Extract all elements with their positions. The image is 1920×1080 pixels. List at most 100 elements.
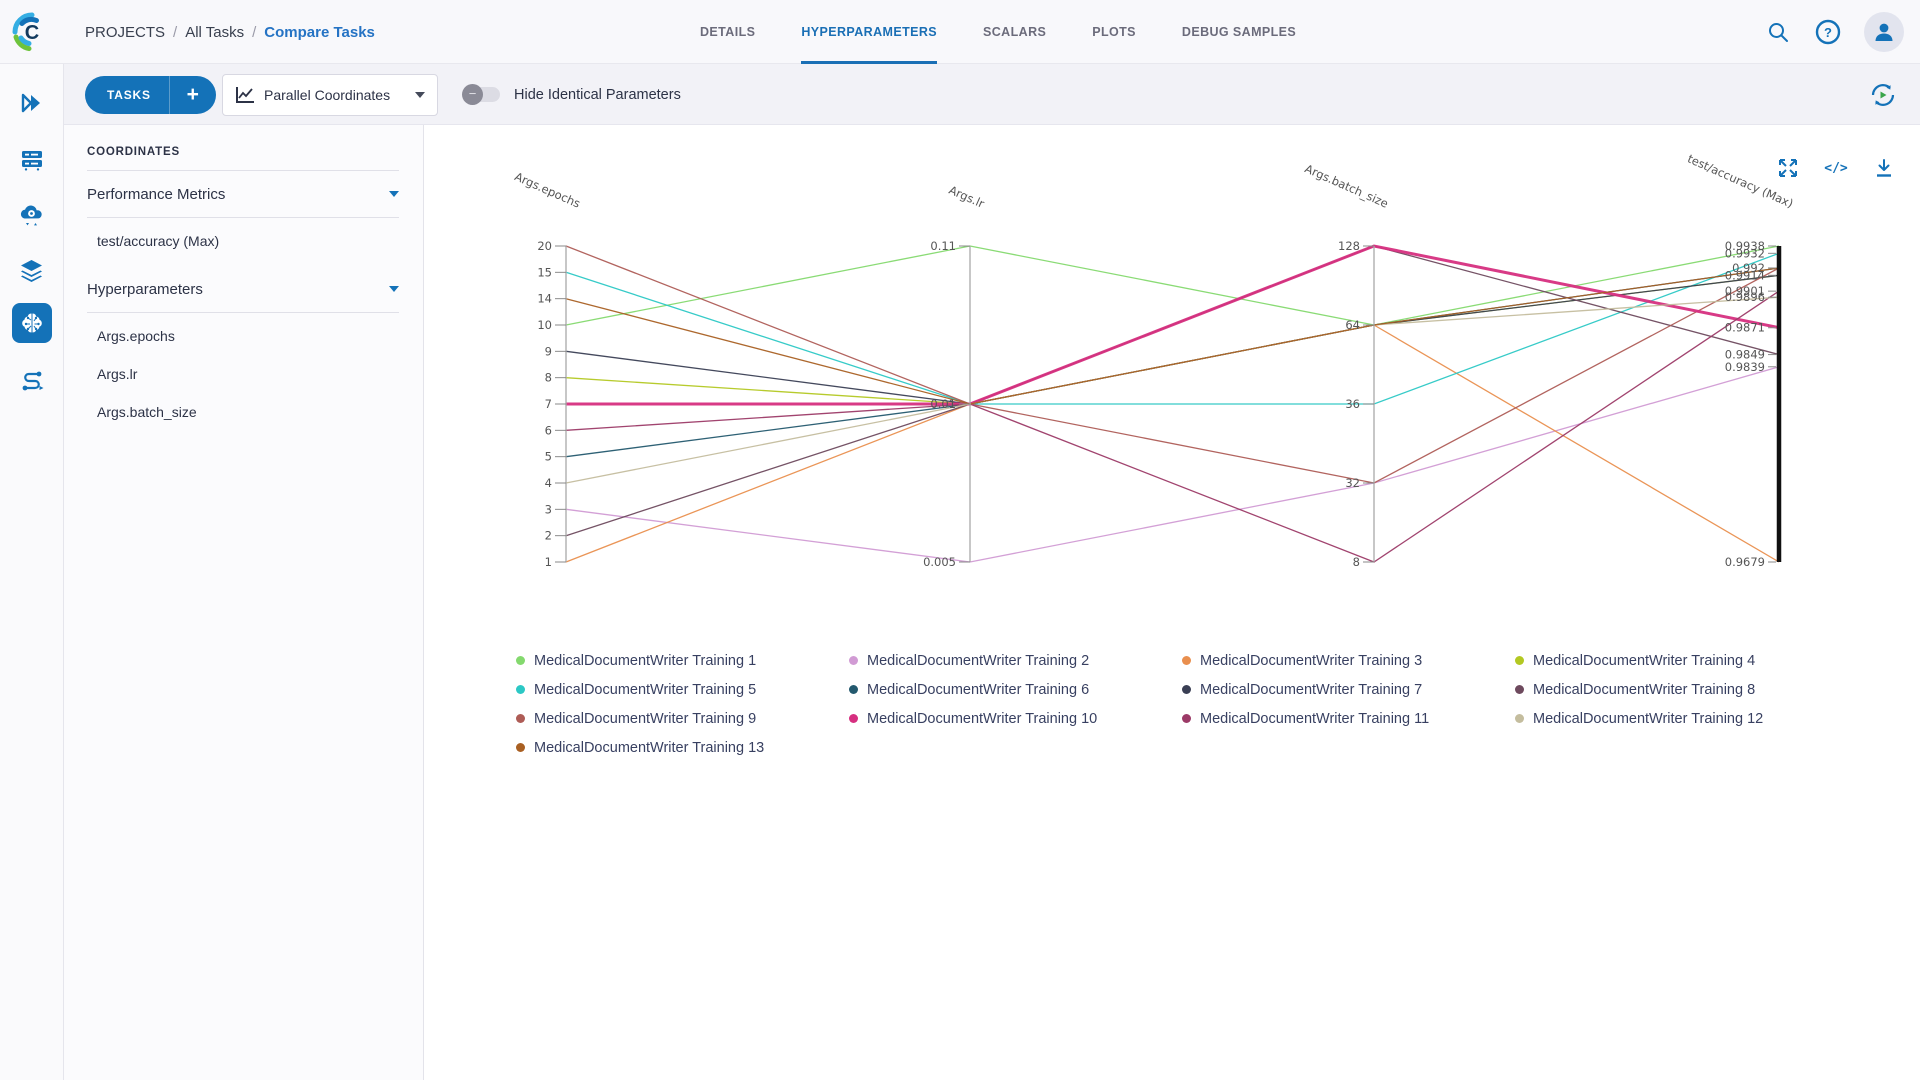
legend-color-dot (849, 656, 858, 665)
tab-bar: DETAILS HYPERPARAMETERS SCALARS PLOTS DEBUG … (700, 0, 1296, 64)
tick-label: 7 (545, 397, 552, 411)
legend-label: MedicalDocumentWriter Training 8 (1533, 681, 1756, 698)
tab-details[interactable]: DETAILS (700, 25, 756, 39)
legend-color-dot (516, 656, 525, 665)
nav-dashboard-icon[interactable] (12, 83, 52, 123)
legend-item-medicaldocumentwriter-training-6[interactable]: MedicalDocumentWriter Training 6 (849, 675, 1182, 704)
tick-label: 5 (545, 450, 552, 464)
tasks-button[interactable]: TASKS + (85, 76, 216, 114)
series-line (565, 366, 1780, 563)
tick-label: 3 (545, 502, 552, 516)
tick-label: 64 (1345, 318, 1360, 332)
chart-legend: MedicalDocumentWriter Training 1 MedicalD… (516, 646, 1876, 762)
legend-item-medicaldocumentwriter-training-1[interactable]: MedicalDocumentWriter Training 1 (516, 646, 849, 675)
coordinate-item-args-batch-size[interactable]: Args.batch_size (97, 404, 197, 420)
legend-item-medicaldocumentwriter-training-7[interactable]: MedicalDocumentWriter Training 7 (1182, 675, 1515, 704)
clearml-logo[interactable]: C (9, 9, 55, 55)
compare-toolbar: TASKS + Parallel Coordinates − Hide Iden… (64, 64, 1920, 125)
tick-label: 0.992 (1732, 261, 1765, 275)
coordinate-item-args-epochs[interactable]: Args.epochs (97, 328, 175, 344)
tick-label: 0.9932 (1725, 246, 1765, 260)
legend-color-dot (516, 714, 525, 723)
tick-label: 8 (545, 371, 552, 385)
legend-item-medicaldocumentwriter-training-13[interactable]: MedicalDocumentWriter Training 13 (516, 733, 849, 762)
series-line (565, 252, 1780, 405)
breadcrumb-all-tasks[interactable]: All Tasks (185, 23, 245, 41)
legend-label: MedicalDocumentWriter Training 6 (867, 681, 1090, 698)
legend-item-medicaldocumentwriter-training-5[interactable]: MedicalDocumentWriter Training 5 (516, 675, 849, 704)
legend-color-dot (1182, 656, 1191, 665)
tick-label: 1 (545, 555, 552, 569)
user-avatar[interactable] (1864, 12, 1904, 52)
breadcrumb-compare-tasks[interactable]: Compare Tasks (264, 23, 375, 41)
embed-code-icon[interactable]: </> (1824, 160, 1848, 176)
legend-item-medicaldocumentwriter-training-9[interactable]: MedicalDocumentWriter Training 9 (516, 704, 849, 733)
tick-label: 0.11 (930, 239, 956, 253)
section-label: Performance Metrics (87, 185, 226, 203)
view-mode-select[interactable]: Parallel Coordinates (222, 74, 438, 116)
tick-label: 0.9896 (1725, 290, 1765, 304)
legend-color-dot (849, 714, 858, 723)
tick-label: 0.9679 (1725, 555, 1765, 569)
nav-experiments-icon[interactable] (11, 303, 52, 343)
toggle-knob: − (462, 84, 483, 105)
tab-hyperparameters[interactable]: HYPERPARAMETERS (801, 0, 938, 64)
tick-label: 0.01 (930, 397, 956, 411)
legend-item-medicaldocumentwriter-training-11[interactable]: MedicalDocumentWriter Training 11 (1182, 704, 1515, 733)
help-icon[interactable]: ? (1814, 18, 1842, 46)
coordinate-item-test-accuracy-max-[interactable]: test/accuracy (Max) (97, 233, 220, 249)
section-performance-metrics[interactable]: Performance Metrics (87, 171, 399, 217)
legend-label: MedicalDocumentWriter Training 2 (867, 652, 1090, 669)
legend-color-dot (1182, 714, 1191, 723)
series-line (565, 267, 1780, 405)
download-icon[interactable] (1873, 157, 1895, 179)
legend-item-medicaldocumentwriter-training-8[interactable]: MedicalDocumentWriter Training 8 (1515, 675, 1848, 704)
legend-color-dot (516, 743, 525, 752)
legend-item-medicaldocumentwriter-training-2[interactable]: MedicalDocumentWriter Training 2 (849, 646, 1182, 675)
legend-item-medicaldocumentwriter-training-10[interactable]: MedicalDocumentWriter Training 10 (849, 704, 1182, 733)
legend-label: MedicalDocumentWriter Training 10 (867, 710, 1098, 727)
nav-pipelines-icon[interactable] (12, 360, 52, 400)
breadcrumb: PROJECTS / All Tasks / Compare Tasks (85, 0, 375, 64)
maximize-icon[interactable] (1777, 157, 1799, 179)
legend-label: MedicalDocumentWriter Training 13 (534, 739, 765, 756)
nav-queues-icon[interactable] (12, 139, 52, 179)
section-hyperparameters[interactable]: Hyperparameters (87, 266, 399, 312)
axis-title: Args.lr (947, 183, 987, 211)
divider (87, 170, 399, 171)
refresh-icon[interactable] (1868, 80, 1898, 110)
series-line (565, 267, 1780, 458)
breadcrumb-projects[interactable]: PROJECTS (85, 23, 166, 41)
tab-scalars[interactable]: SCALARS (983, 25, 1047, 39)
tick-label: 0.9901 (1725, 284, 1765, 298)
add-task-button[interactable]: + (186, 83, 199, 106)
svg-text:?: ? (1824, 25, 1832, 40)
legend-color-dot (516, 685, 525, 694)
nav-datasets-icon[interactable] (12, 250, 52, 290)
tick-label: 14 (537, 292, 552, 306)
search-icon[interactable] (1764, 18, 1792, 46)
tick-label: 128 (1338, 239, 1360, 253)
breadcrumb-separator: / (173, 23, 178, 41)
tick-label: 2 (545, 529, 552, 543)
view-mode-value: Parallel Coordinates (264, 87, 391, 103)
axis-title: test/accuracy (Max) (1685, 151, 1795, 210)
breadcrumb-separator: / (252, 23, 257, 41)
left-nav-rail (0, 64, 64, 1080)
legend-item-medicaldocumentwriter-training-12[interactable]: MedicalDocumentWriter Training 12 (1515, 704, 1848, 733)
tick-label: 10 (537, 318, 552, 332)
tick-label: 4 (545, 476, 552, 490)
tick-label: 15 (537, 265, 552, 279)
legend-item-medicaldocumentwriter-training-4[interactable]: MedicalDocumentWriter Training 4 (1515, 646, 1848, 675)
legend-label: MedicalDocumentWriter Training 12 (1533, 710, 1764, 727)
coordinate-item-args-lr[interactable]: Args.lr (97, 366, 138, 382)
hide-identical-toggle[interactable]: − (462, 84, 500, 105)
tab-plots[interactable]: PLOTS (1092, 25, 1136, 39)
legend-item-medicaldocumentwriter-training-3[interactable]: MedicalDocumentWriter Training 3 (1182, 646, 1515, 675)
legend-label: MedicalDocumentWriter Training 1 (534, 652, 757, 669)
tab-debug-samples[interactable]: DEBUG SAMPLES (1181, 25, 1297, 39)
nav-workers-icon[interactable] (12, 194, 52, 234)
legend-label: MedicalDocumentWriter Training 7 (1200, 681, 1423, 698)
divider (87, 217, 399, 218)
